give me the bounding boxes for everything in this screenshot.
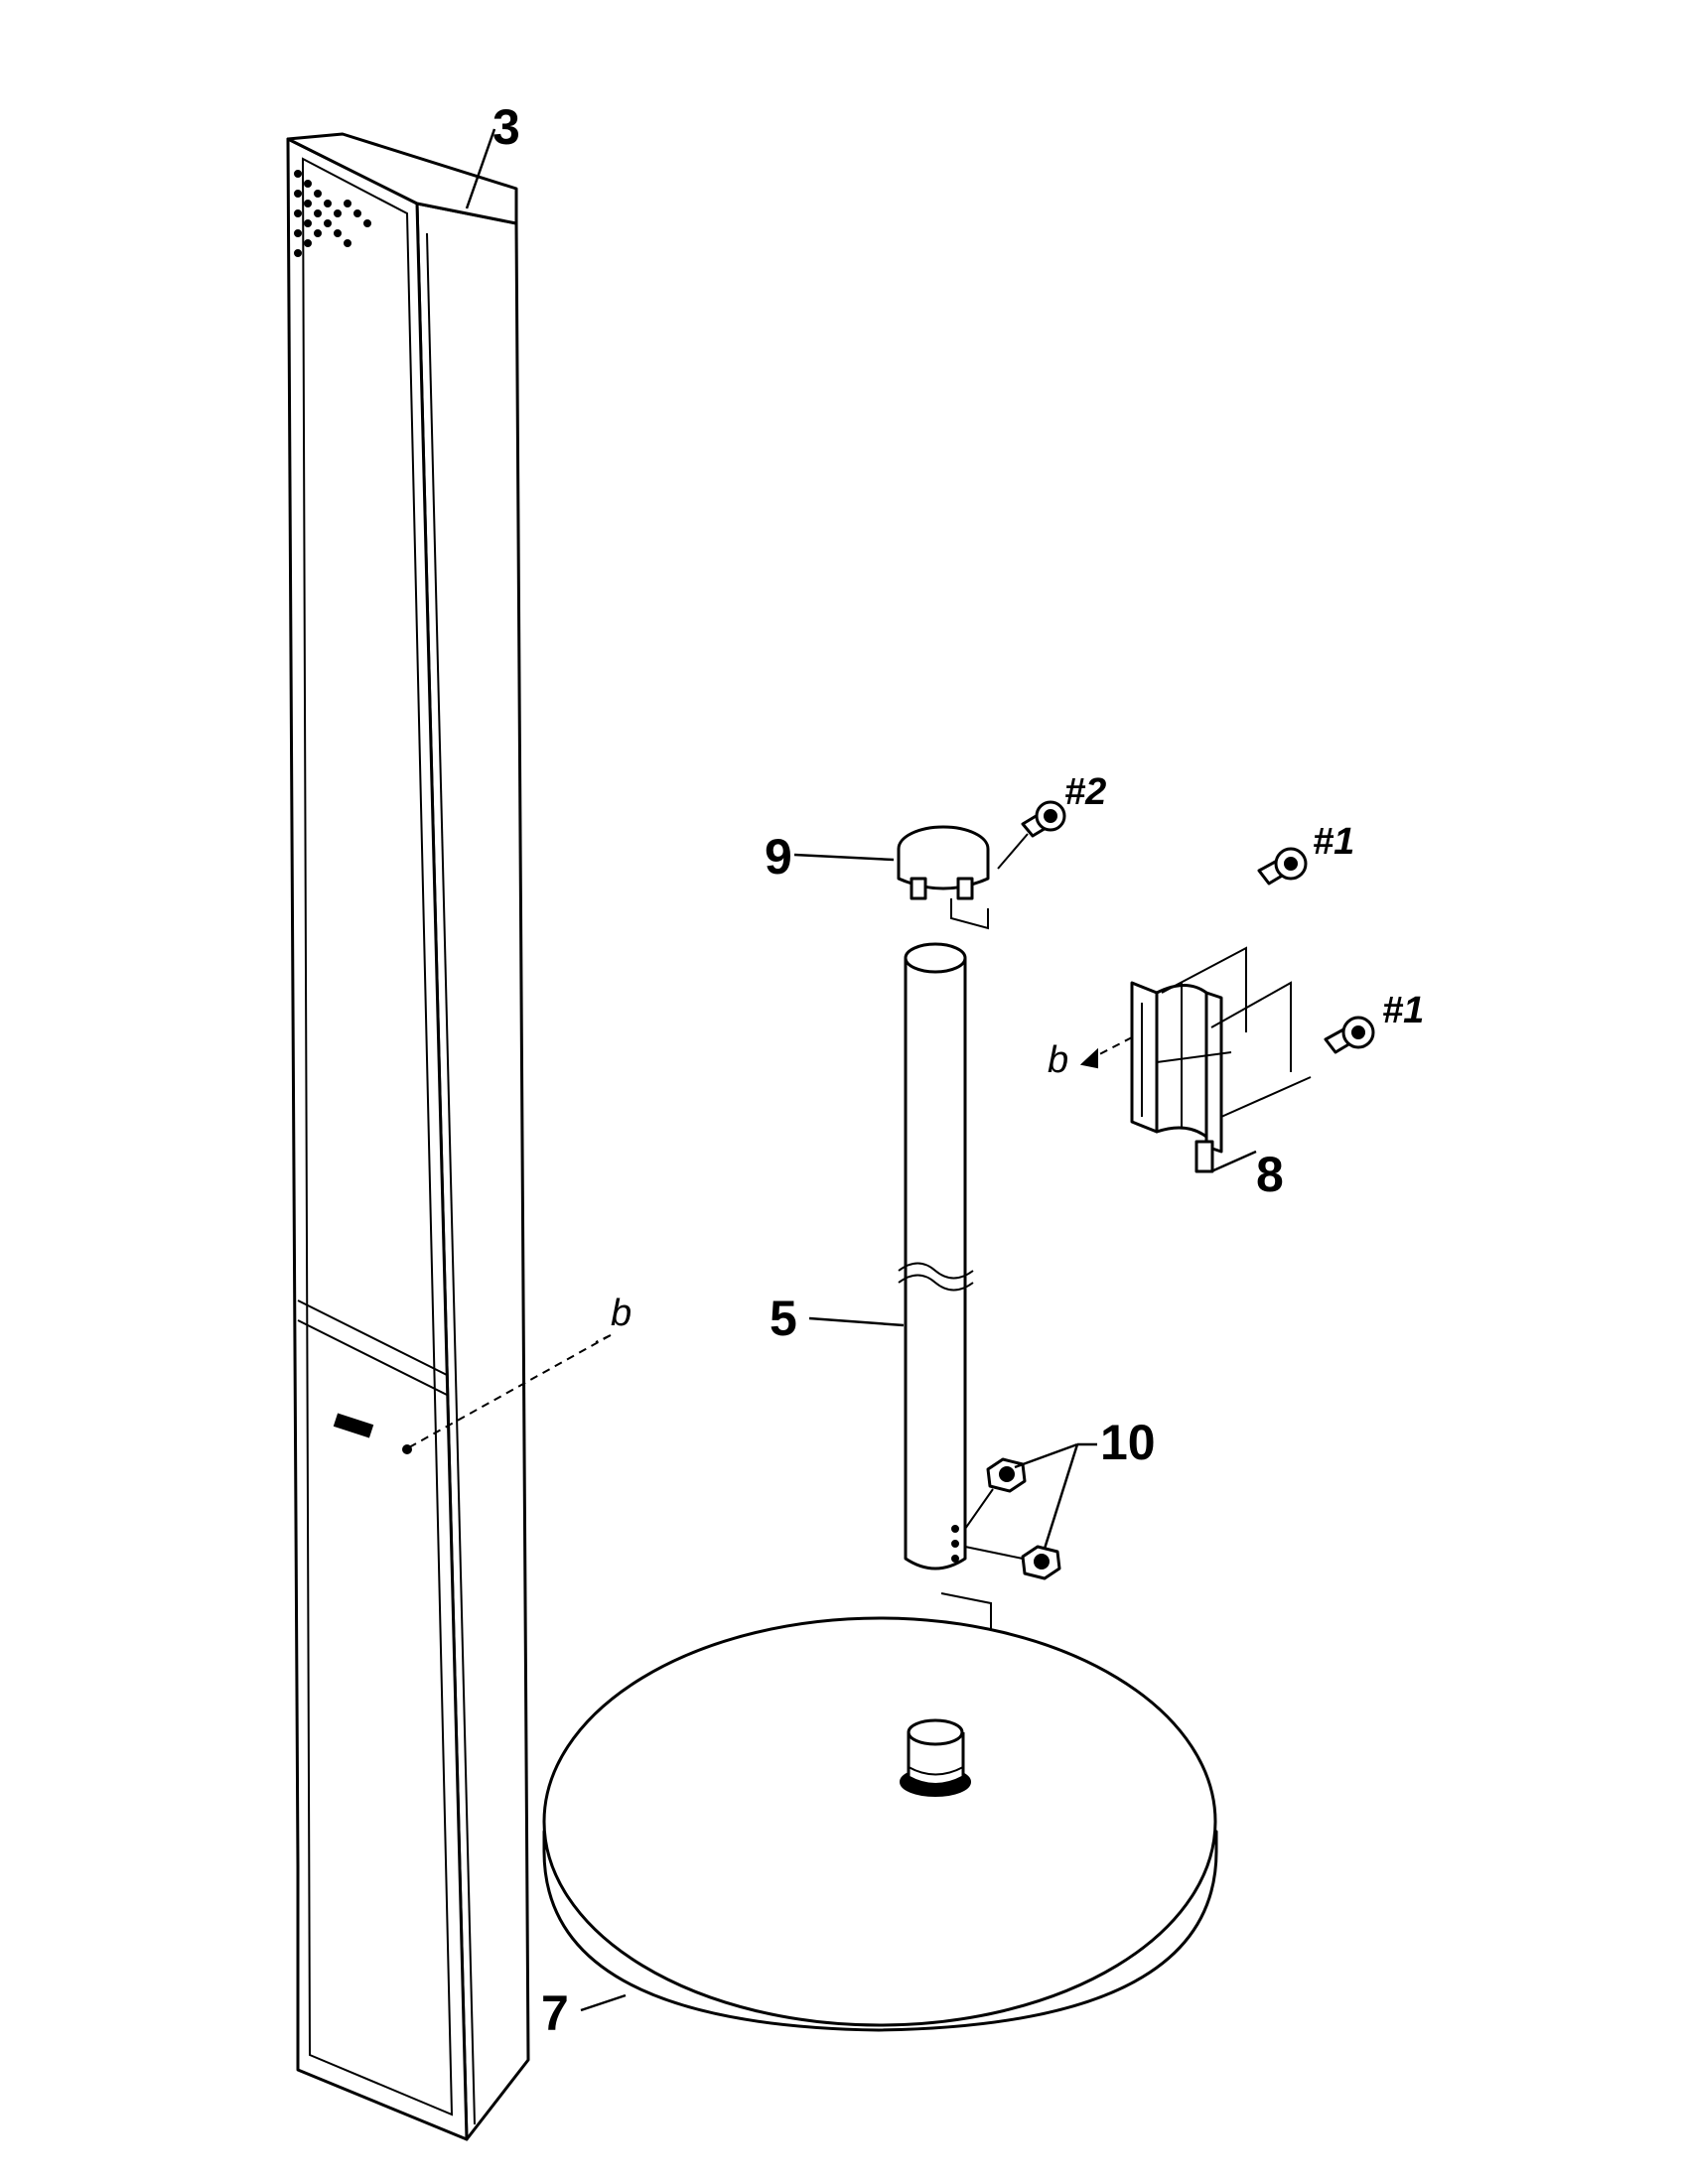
callout-nuts-10: 10 [1100,1415,1156,1470]
pole [898,942,992,1767]
screw-2 [997,800,1066,870]
callout-screw-1-bottom: #1 [1382,990,1424,1031]
leader-lines [465,128,1257,2012]
pole-cap [897,825,990,930]
reference-b-bracket: b [1048,1039,1068,1081]
callout-screw-1-top: #1 [1313,821,1354,863]
callout-screw-2: #2 [1064,771,1106,813]
nuts [964,1457,1061,1580]
screw-1-top [1257,847,1308,886]
speaker-tower [286,132,612,2141]
reference-b-speaker: b [611,1293,632,1334]
screw-1-bottom [1324,1016,1375,1054]
callout-base-7: 7 [541,1985,569,2041]
base-plate [542,1616,1218,2032]
speaker-grille-dots [294,170,371,257]
callout-bracket-8: 8 [1256,1147,1284,1202]
wall-bracket [1079,946,1312,1173]
callout-pole-5: 5 [770,1291,797,1346]
callout-cap-9: 9 [765,829,792,885]
callout-speaker-3: 3 [492,99,520,155]
